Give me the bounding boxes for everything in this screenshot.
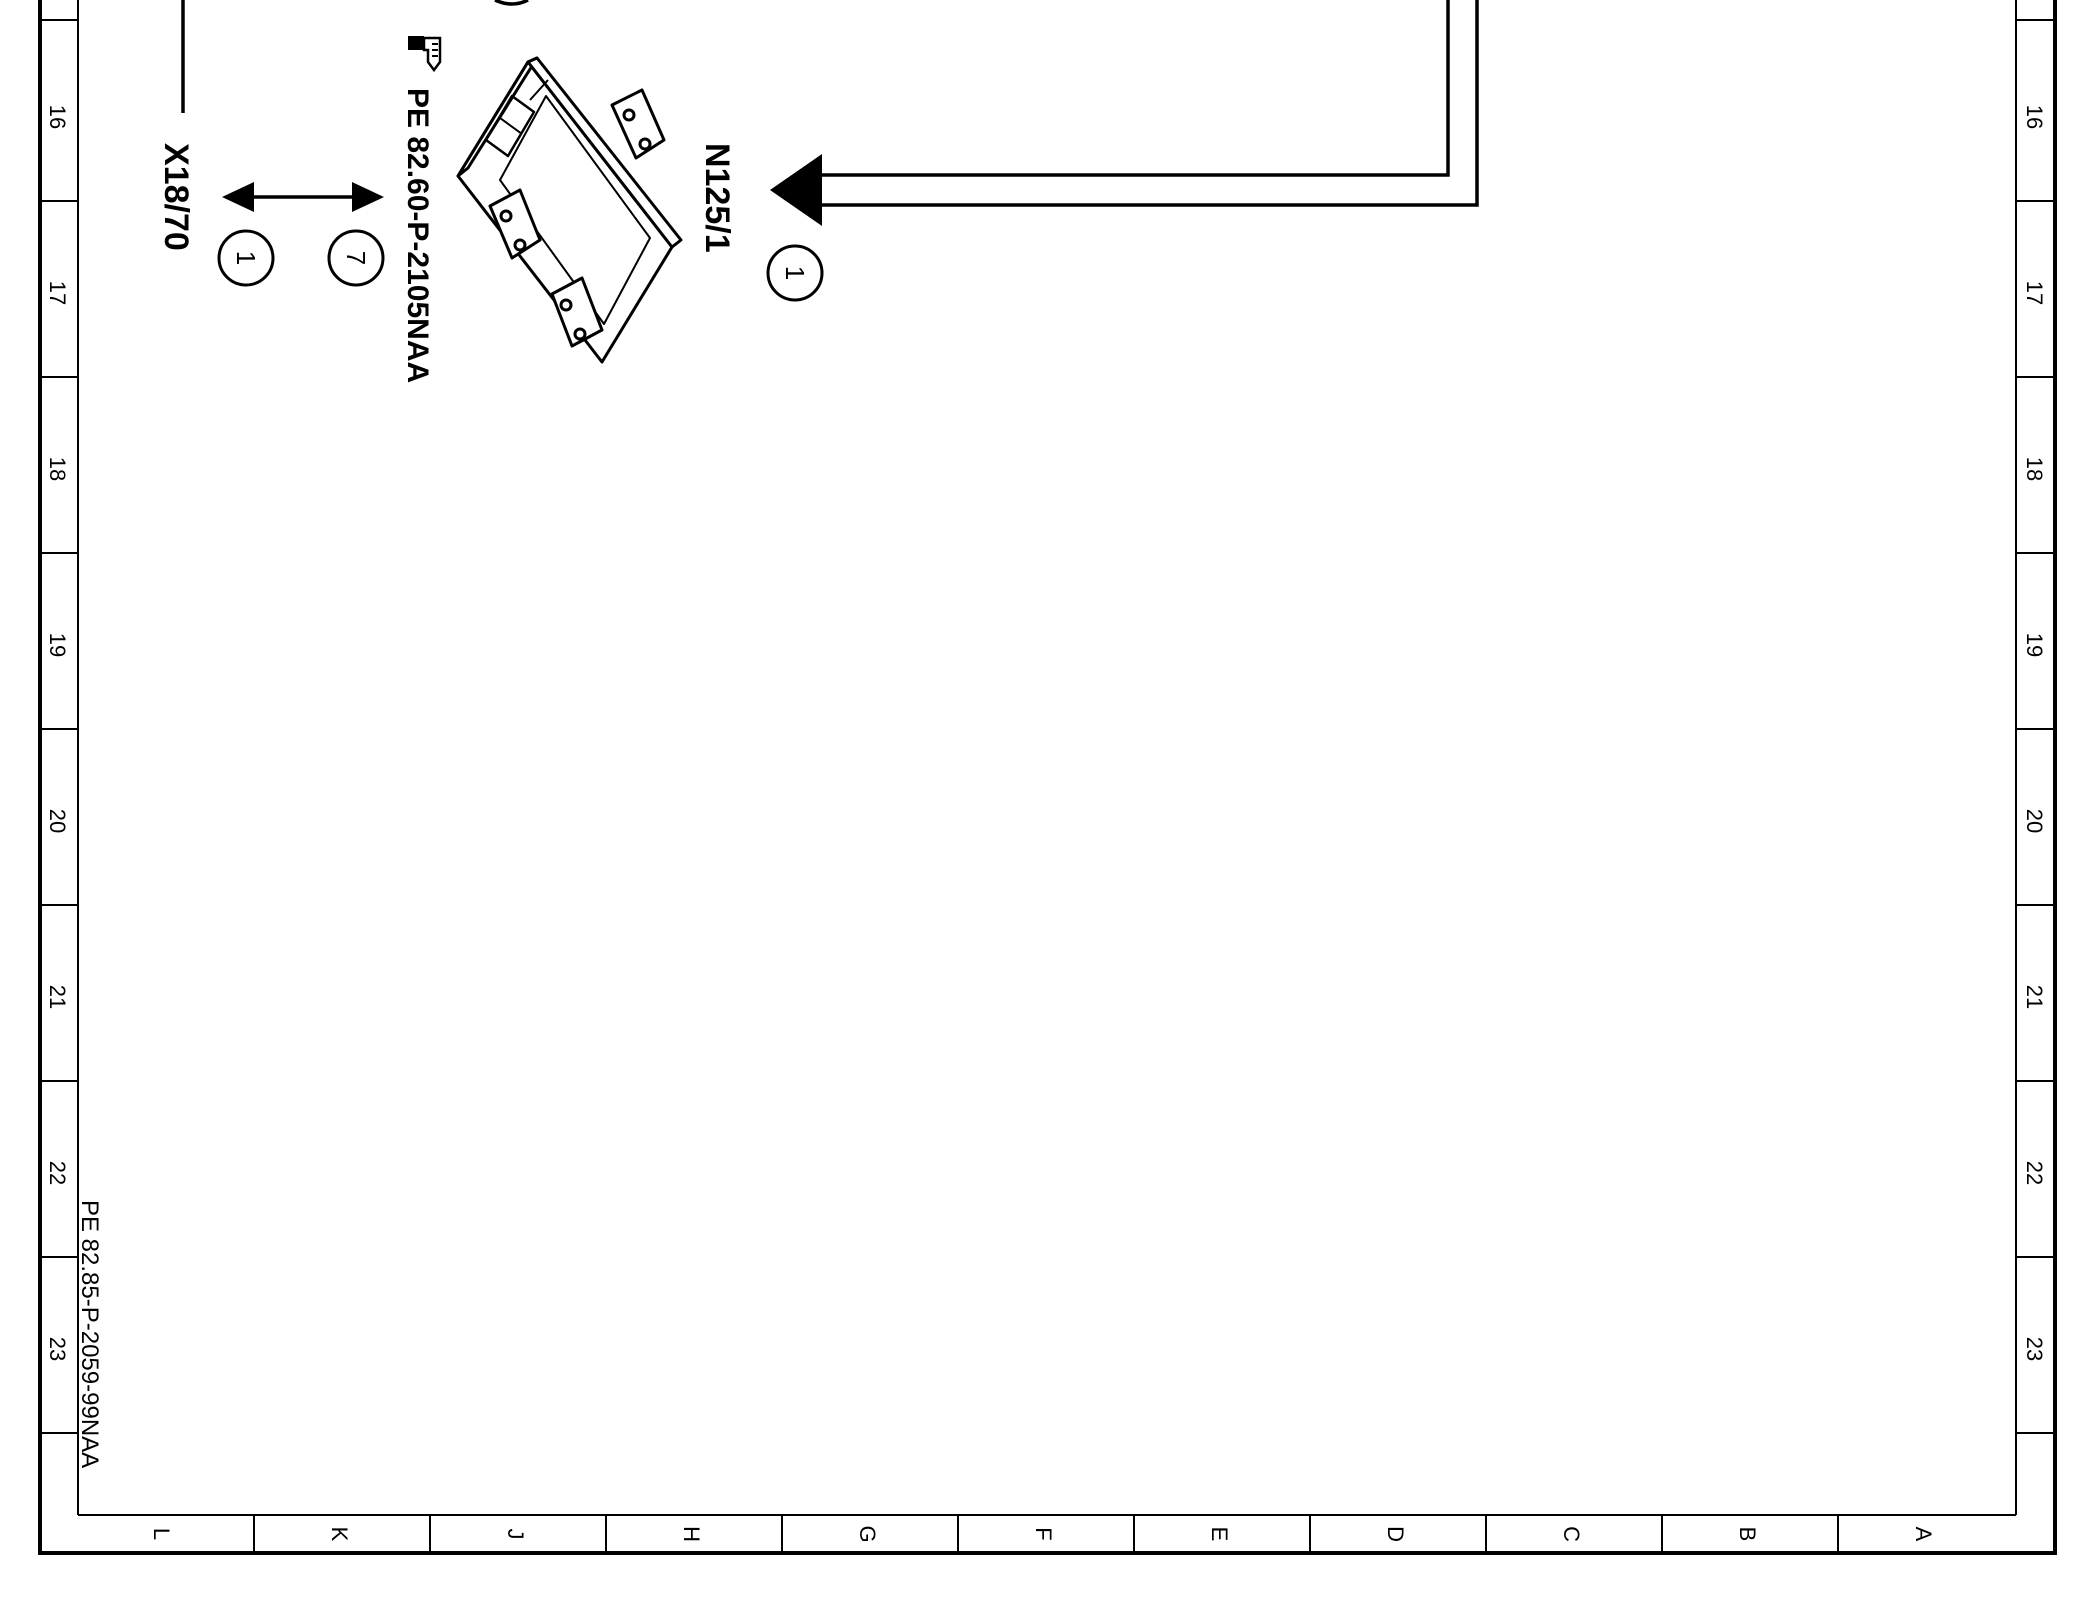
row-label-left-19: 19: [45, 633, 70, 657]
row-label-right-20: 20: [2022, 809, 2047, 833]
wire-inner: [815, 0, 1450, 177]
module-pin-badge: 1: [766, 244, 824, 302]
col-label-A: A: [1911, 1527, 1936, 1542]
bottom-column-dividers: [253, 1515, 1839, 1553]
col-label-K: K: [327, 1527, 352, 1542]
row-label-left-18: 18: [45, 457, 70, 481]
row-label-right-23: 23: [2022, 1337, 2047, 1361]
row-label-left-16: 16: [45, 105, 70, 129]
double-arrow: [222, 182, 384, 212]
col-label-B: B: [1735, 1527, 1760, 1542]
row-label-right-17: 17: [2022, 281, 2047, 305]
row-label-left-23: 23: [45, 1337, 70, 1361]
row-label-right-21: 21: [2022, 985, 2047, 1009]
wire-outer: [815, 0, 1479, 207]
bottom-column-labels: L K J H G F E D C B A: [149, 1525, 1936, 1542]
connector-pin-b-badge: 1: [217, 229, 275, 287]
col-label-C: C: [1559, 1526, 1584, 1542]
col-label-J: J: [503, 1529, 528, 1540]
row-label-right-18: 18: [2022, 457, 2047, 481]
arrow-right-icon: [352, 182, 384, 212]
row-label-right-16: 16: [2022, 105, 2047, 129]
col-label-F: F: [1031, 1527, 1056, 1540]
pointing-hand-icon: [408, 36, 442, 73]
module-label: N125/1: [698, 143, 736, 253]
col-label-H: H: [679, 1526, 704, 1542]
col-label-G: G: [855, 1525, 880, 1542]
row-label-right-22: 22: [2022, 1161, 2047, 1185]
row-label-left-21: 21: [45, 985, 70, 1009]
reference-code: PE 82.60-P-2105NAA: [401, 88, 434, 383]
outer-border: [38, 0, 2057, 1555]
signal-arrow-icon: [770, 154, 822, 226]
row-label-left-22: 22: [45, 1161, 70, 1185]
col-label-L: L: [149, 1528, 174, 1540]
left-row-labels: 16 17 18 19 20 21 22 23: [45, 105, 70, 1361]
document-id: PE 82.85-P-2059-99NAA: [76, 1200, 103, 1468]
row-label-left-20: 20: [45, 809, 70, 833]
col-label-E: E: [1207, 1527, 1232, 1542]
connector-pin-b-number: 1: [231, 251, 261, 265]
control-module-icon: [456, 56, 683, 364]
wire-harness: [770, 0, 1479, 226]
module-pin-number: 1: [780, 266, 810, 280]
arrow-left-icon: [222, 182, 254, 212]
row-label-left-17: 17: [45, 281, 70, 305]
connector-pin-a-badge: 7: [327, 229, 385, 287]
connector-label: X18/70: [157, 143, 195, 251]
partial-connector-icon: [494, 0, 529, 6]
col-label-D: D: [1383, 1526, 1408, 1542]
left-row-ticks: [40, 19, 78, 1434]
reference-group: PE 82.60-P-2105NAA: [401, 36, 442, 383]
right-row-labels: 16 17 18 19 20 21 22 23: [2022, 105, 2047, 1361]
connector-pin-a-number: 7: [341, 251, 371, 265]
right-row-ticks: [2016, 19, 2055, 1434]
row-label-right-19: 19: [2022, 633, 2047, 657]
